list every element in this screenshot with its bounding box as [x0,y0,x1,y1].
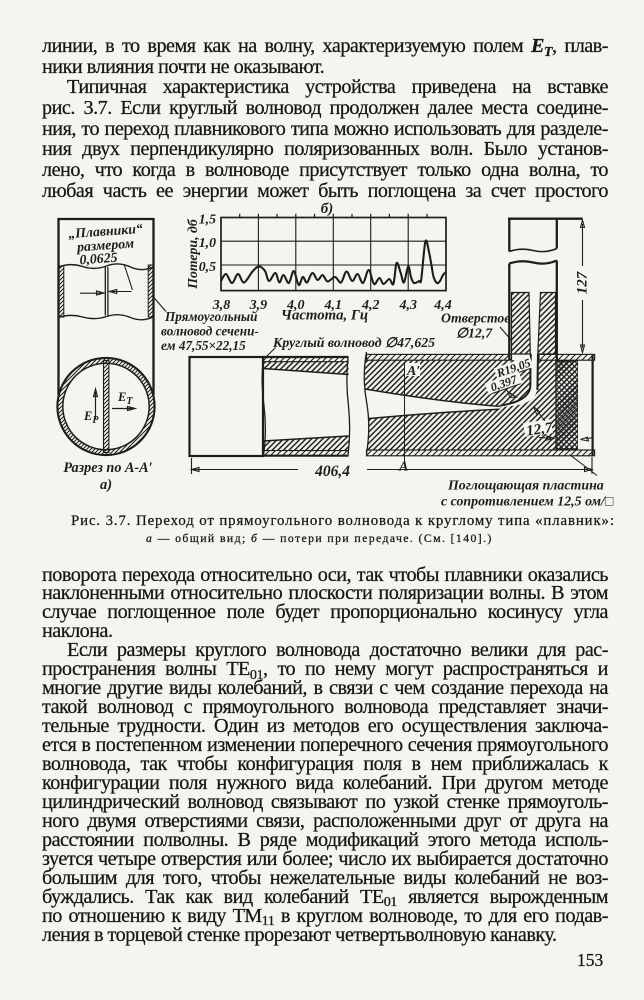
svg-text:1,0: 1,0 [199,235,216,250]
svg-text:3,9: 3,9 [249,298,268,313]
svg-text:„Плавники“: „Плавники“ [68,221,144,241]
svg-text:Разрез по А-А′: Разрез по А-А′ [63,460,152,476]
svg-text:0,0625: 0,0625 [79,250,118,268]
svg-text:Поглощающая пластина: Поглощающая пластина [447,479,604,494]
svg-text:ET: ET [117,390,133,407]
svg-text:Прямоугольный: Прямоугольный [164,309,257,324]
svg-text:406,4: 406,4 [314,463,350,480]
svg-text:волновод сечени-: волновод сечени- [161,324,259,339]
svg-text:4,3: 4,3 [398,298,417,313]
svg-text:4,4: 4,4 [433,298,452,313]
svg-text:а): а) [100,477,112,493]
svg-text:б): б) [321,201,333,217]
svg-text:размером: размером [75,236,134,255]
svg-text:1,5: 1,5 [199,212,216,227]
svg-text:0,5: 0,5 [199,259,216,274]
svg-text:EP: EP [83,409,99,426]
svg-text:Отверстое: Отверстое [441,311,510,326]
svg-text:4,2: 4,2 [361,298,380,313]
svg-text:ем 47,55×22,15: ем 47,55×22,15 [161,338,246,353]
svg-text:А′: А′ [406,364,420,379]
svg-text:3,8: 3,8 [212,298,231,313]
svg-text:Потери, дб: Потери, дб [185,218,200,290]
svg-text:А: А [398,460,408,475]
svg-text:4,1: 4,1 [324,298,343,313]
svg-text:с сопротивлением 12,5 ом/□: с сопротивлением 12,5 ом/□ [441,495,614,510]
svg-text:127: 127 [575,271,591,294]
svg-text:Круглый волновод ∅47,625: Круглый волновод ∅47,625 [272,335,435,350]
svg-text:12,7: 12,7 [525,420,554,440]
svg-text:∅12,7: ∅12,7 [456,326,493,341]
svg-text:4,0: 4,0 [286,298,305,313]
svg-text:Частота, Гц: Частота, Гц [281,308,368,324]
